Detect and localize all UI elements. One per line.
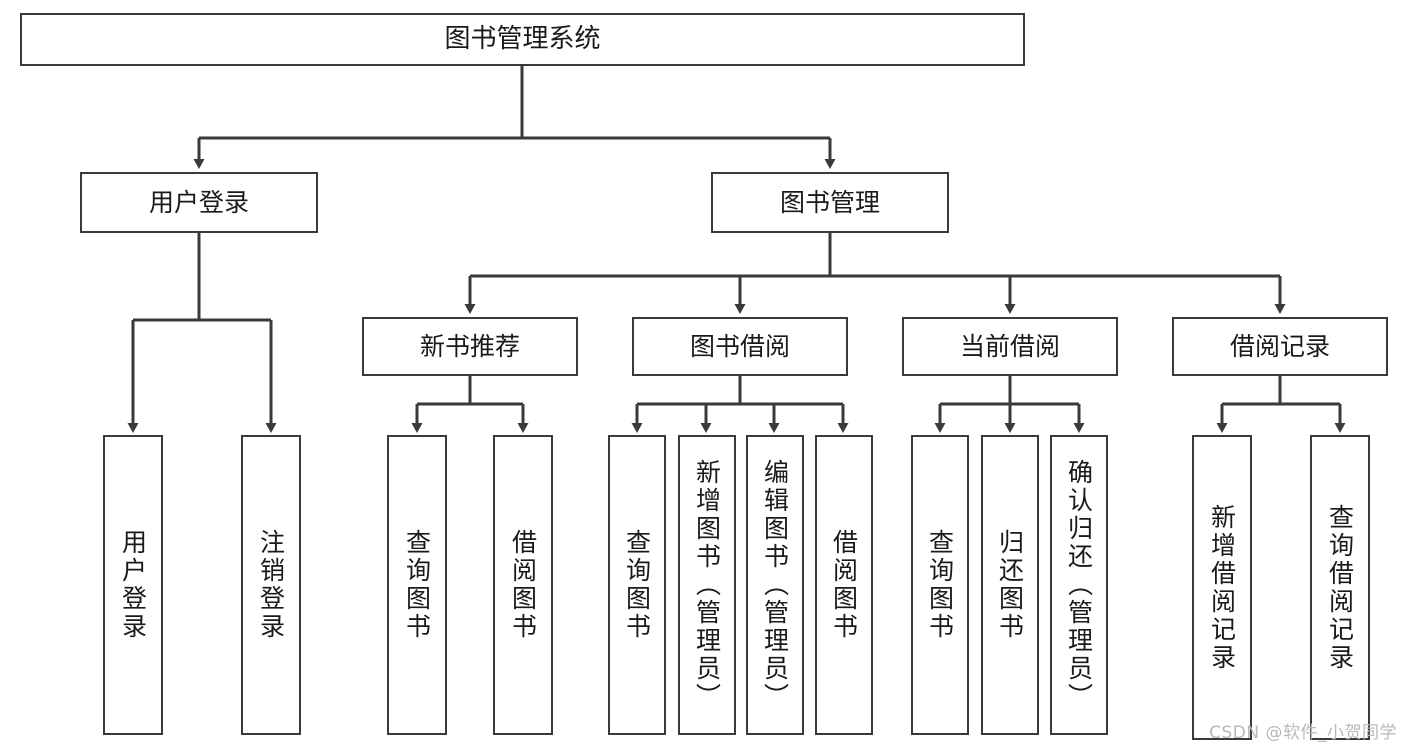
leaf-borrow-book-1[interactable]: 借阅图书	[493, 435, 553, 735]
node-root-system[interactable]: 图书管理系统	[20, 13, 1025, 66]
leaf-edit-book-label: 编辑图书（管理员）	[760, 459, 790, 711]
leaf-query-book-3-label: 查询图书	[925, 529, 955, 641]
node-current-borrow[interactable]: 当前借阅	[902, 317, 1118, 376]
node-book-borrow[interactable]: 图书借阅	[632, 317, 848, 376]
leaf-query-book-2[interactable]: 查询图书	[608, 435, 666, 735]
node-new-book-recommend[interactable]: 新书推荐	[362, 317, 578, 376]
leaf-user-login[interactable]: 用户登录	[103, 435, 163, 735]
node-book-management[interactable]: 图书管理	[711, 172, 949, 233]
node-current-borrow-label: 当前借阅	[959, 331, 1060, 361]
leaf-confirm-return[interactable]: 确认归还（管理员）	[1050, 435, 1108, 735]
leaf-query-book-1-label: 查询图书	[402, 529, 432, 641]
leaf-borrow-book-1-label: 借阅图书	[508, 529, 538, 641]
csdn-watermark: CSDN @软件_小贺同学	[1209, 723, 1397, 743]
node-book-borrow-label: 图书借阅	[689, 331, 790, 361]
leaf-borrow-book-2-label: 借阅图书	[829, 529, 859, 641]
leaf-return-book-label: 归还图书	[995, 529, 1025, 641]
leaf-add-record-label: 新增借阅记录	[1207, 503, 1237, 672]
leaf-logout-label: 注销登录	[256, 529, 286, 641]
node-root-system-label: 图书管理系统	[444, 24, 601, 55]
leaf-query-record-label: 查询借阅记录	[1325, 503, 1355, 672]
node-book-management-label: 图书管理	[779, 187, 880, 217]
node-borrow-record-label: 借阅记录	[1229, 331, 1330, 361]
node-borrow-record[interactable]: 借阅记录	[1172, 317, 1388, 376]
node-user-login-label: 用户登录	[148, 187, 249, 217]
node-new-book-recommend-label: 新书推荐	[419, 331, 520, 361]
leaf-return-book[interactable]: 归还图书	[981, 435, 1039, 735]
leaf-query-book-3[interactable]: 查询图书	[911, 435, 969, 735]
leaf-confirm-return-label: 确认归还（管理员）	[1064, 459, 1094, 711]
leaf-add-book[interactable]: 新增图书（管理员）	[678, 435, 736, 735]
leaf-add-book-label: 新增图书（管理员）	[692, 459, 722, 711]
leaf-user-login-label: 用户登录	[118, 529, 148, 641]
leaf-add-record[interactable]: 新增借阅记录	[1192, 435, 1252, 740]
leaf-query-book-2-label: 查询图书	[622, 529, 652, 641]
leaf-query-book-1[interactable]: 查询图书	[387, 435, 447, 735]
leaf-borrow-book-2[interactable]: 借阅图书	[815, 435, 873, 735]
leaf-edit-book[interactable]: 编辑图书（管理员）	[746, 435, 804, 735]
leaf-query-record[interactable]: 查询借阅记录	[1310, 435, 1370, 740]
node-user-login[interactable]: 用户登录	[80, 172, 318, 233]
leaf-logout[interactable]: 注销登录	[241, 435, 301, 735]
